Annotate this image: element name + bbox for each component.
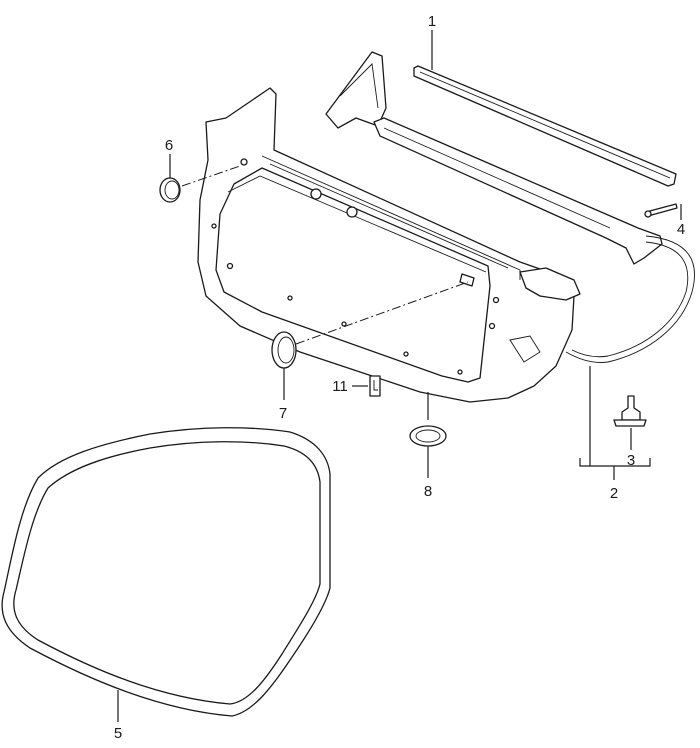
upper-frame-belt-strip	[325, 51, 663, 265]
part-1-window-channel	[413, 65, 677, 187]
callout-11: 11	[332, 378, 348, 395]
part-4-screw	[644, 203, 678, 218]
callout-4: 4	[677, 221, 685, 238]
callout-7: 7	[279, 405, 287, 422]
callout-2: 2	[610, 485, 618, 502]
door-inner-panel	[197, 87, 581, 403]
leader-lines	[117, 30, 682, 722]
assembly-lines	[181, 165, 469, 345]
callout-3: 3	[627, 452, 635, 469]
part-7-oval-plug	[271, 331, 297, 369]
part-5-door-seal	[1, 427, 331, 717]
callout-labels: 1 6 4 11 7 3 8 2 5	[114, 13, 685, 742]
part-2-seal-strip	[565, 235, 695, 363]
callout-6: 6	[165, 137, 173, 154]
part-11-clip	[369, 375, 381, 397]
callout-1: 1	[428, 13, 436, 30]
part-3-clip	[613, 395, 647, 427]
part-8-oval-grommet	[409, 425, 447, 447]
callout-8: 8	[424, 483, 432, 500]
callout-5: 5	[114, 725, 122, 742]
part-6-round-plug	[159, 177, 181, 203]
